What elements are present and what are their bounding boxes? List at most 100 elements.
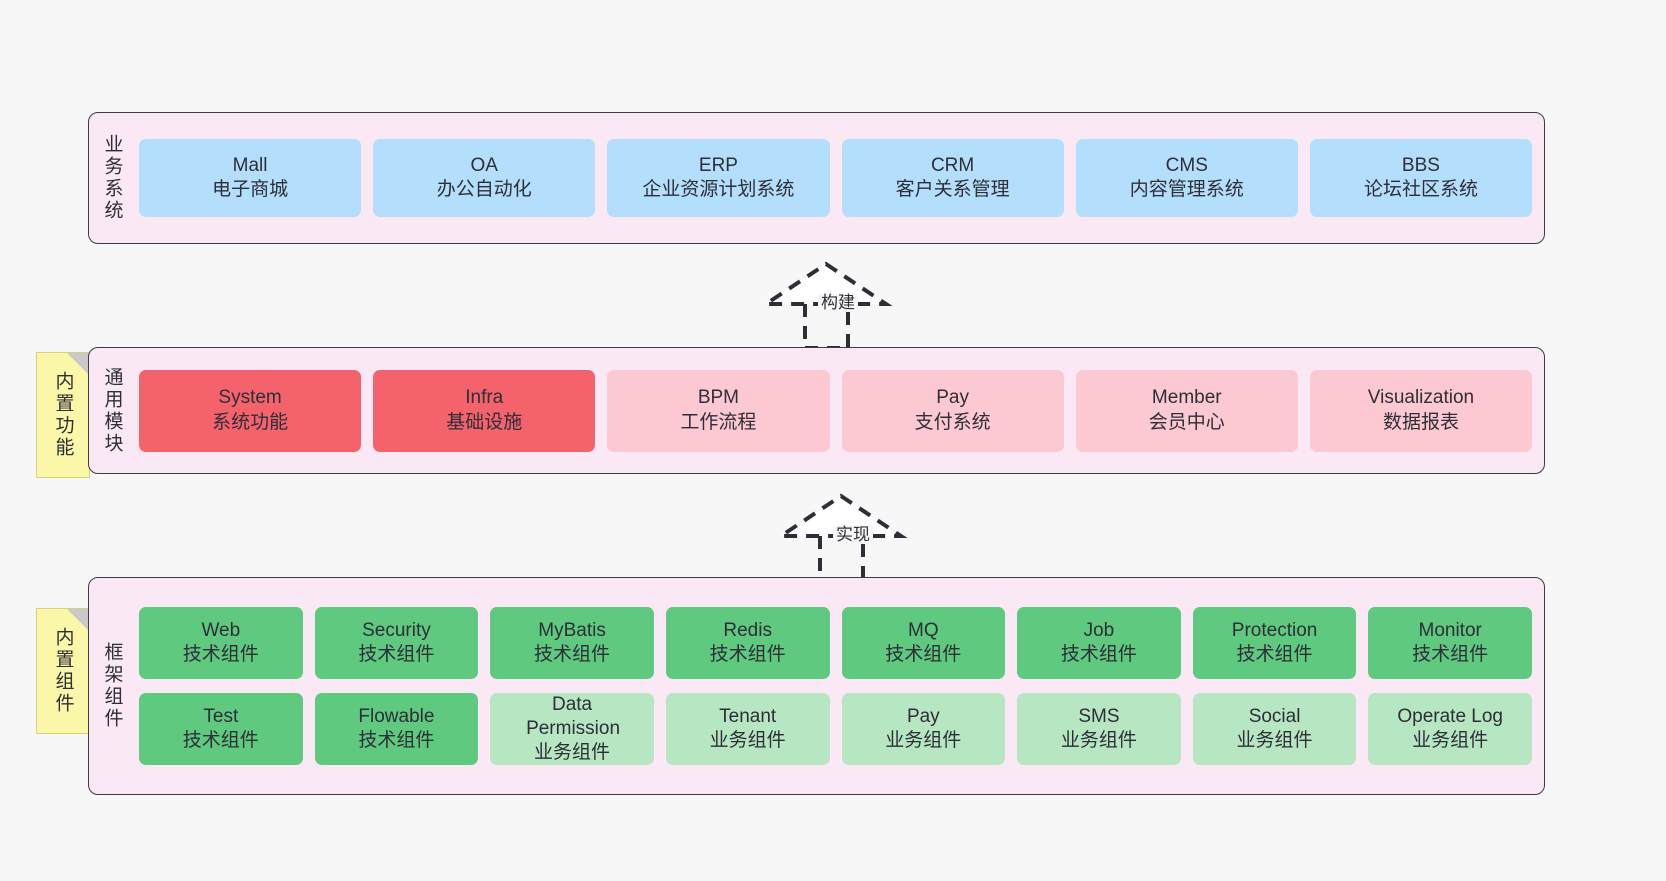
- box-pay-module[interactable]: Pay 支付系统: [841, 369, 1064, 452]
- box-protection-desc: 技术组件: [1236, 644, 1313, 665]
- box-erp-desc: 企业资源计划系统: [642, 179, 795, 200]
- box-web[interactable]: Web 技术组件: [139, 607, 303, 679]
- box-monitor-desc: 技术组件: [1412, 644, 1489, 665]
- box-tenant-name: Tenant: [719, 705, 777, 727]
- box-crm[interactable]: CRM 客户关系管理: [841, 139, 1064, 217]
- box-bpm-name: BPM: [697, 387, 740, 409]
- layer-framework-component: 框架组件 Web 技术组件 Security 技术组件 MyBatis 技术组件…: [88, 577, 1545, 795]
- layer-business-system: 业务系统 Mall 电子商城 OA 办公自动化 ERP 企业资源计划系统 CRM…: [88, 112, 1545, 244]
- box-crm-desc: 客户关系管理: [895, 179, 1010, 200]
- box-pay-component-desc: 业务组件: [885, 730, 962, 751]
- box-mybatis[interactable]: MyBatis 技术组件: [490, 607, 654, 679]
- box-visualization[interactable]: Visualization 数据报表: [1309, 369, 1533, 452]
- box-infra-desc: 基础设施: [446, 411, 523, 433]
- layer-common-module-body: System 系统功能 Infra 基础设施 BPM 工作流程 Pay 支付系统…: [135, 348, 1544, 473]
- connector-realize: 实现: [774, 490, 955, 582]
- box-operate-log-desc: 业务组件: [1412, 730, 1489, 751]
- box-test-name: Test: [203, 705, 239, 727]
- box-cms-name: CMS: [1165, 154, 1208, 176]
- box-monitor[interactable]: Monitor 技术组件: [1368, 607, 1532, 679]
- box-redis-name: Redis: [723, 619, 772, 641]
- box-test-desc: 技术组件: [182, 730, 259, 751]
- box-security-desc: 技术组件: [358, 644, 435, 665]
- box-data-permission[interactable]: Data Permission 业务组件: [490, 693, 654, 765]
- box-job[interactable]: Job 技术组件: [1017, 607, 1181, 679]
- framework-service-row: Test 技术组件 Flowable 技术组件 Data Permission …: [139, 693, 1532, 765]
- box-pay-module-name: Pay: [936, 387, 969, 409]
- layer-common-module-title: 通用模块: [101, 366, 123, 455]
- box-protection-name: Protection: [1231, 619, 1318, 641]
- box-social[interactable]: Social 业务组件: [1192, 693, 1357, 765]
- layer-business-system-title: 业务系统: [101, 134, 123, 222]
- box-operate-log[interactable]: Operate Log 业务组件: [1368, 693, 1532, 765]
- box-sms-name: SMS: [1078, 705, 1120, 727]
- box-member-name: Member: [1151, 387, 1222, 409]
- box-oa-desc: 办公自动化: [436, 179, 532, 200]
- box-cms[interactable]: CMS 内容管理系统: [1075, 139, 1298, 217]
- box-tenant-desc: 业务组件: [709, 730, 786, 751]
- box-mq-desc: 技术组件: [885, 644, 962, 665]
- box-flowable[interactable]: Flowable 技术组件: [314, 693, 479, 765]
- box-monitor-name: Monitor: [1418, 619, 1482, 641]
- box-crm-name: CRM: [930, 154, 975, 176]
- connector-build: 构建: [759, 258, 940, 350]
- box-web-desc: 技术组件: [182, 644, 259, 665]
- box-bpm-desc: 工作流程: [680, 411, 757, 433]
- box-data-permission-name: Data Permission: [526, 693, 621, 739]
- box-flowable-desc: 技术组件: [358, 730, 435, 751]
- box-social-name: Social: [1248, 705, 1301, 727]
- box-mall[interactable]: Mall 电子商城: [139, 139, 362, 217]
- box-redis-desc: 技术组件: [709, 644, 786, 665]
- box-erp-name: ERP: [698, 154, 738, 176]
- box-visualization-desc: 数据报表: [1382, 411, 1459, 433]
- layer-business-system-body: Mall 电子商城 OA 办公自动化 ERP 企业资源计划系统 CRM 客户关系…: [135, 113, 1544, 243]
- box-oa[interactable]: OA 办公自动化: [373, 139, 596, 217]
- box-security-name: Security: [362, 619, 431, 641]
- box-pay-component-name: Pay: [906, 705, 940, 727]
- connector-realize-label: 实现: [833, 526, 873, 543]
- box-visualization-name: Visualization: [1367, 387, 1475, 409]
- box-test[interactable]: Test 技术组件: [139, 693, 303, 765]
- box-oa-name: OA: [470, 154, 498, 176]
- layer-framework-component-title: 框架组件: [101, 642, 123, 730]
- layer-framework-component-body: Web 技术组件 Security 技术组件 MyBatis 技术组件 Redi…: [135, 578, 1544, 794]
- box-data-permission-desc: 业务组件: [534, 742, 611, 764]
- box-pay-module-desc: 支付系统: [914, 411, 991, 433]
- connector-build-label: 构建: [818, 294, 858, 311]
- box-bbs[interactable]: BBS 论坛社区系统: [1309, 139, 1533, 217]
- box-infra[interactable]: Infra 基础设施: [373, 369, 596, 452]
- box-redis[interactable]: Redis 技术组件: [665, 607, 830, 679]
- box-infra-name: Infra: [465, 387, 504, 409]
- box-job-desc: 技术组件: [1060, 644, 1137, 665]
- box-pay-component[interactable]: Pay 业务组件: [841, 693, 1006, 765]
- box-mybatis-desc: 技术组件: [534, 644, 611, 665]
- box-system-name: System: [218, 387, 282, 409]
- box-system-desc: 系统功能: [212, 411, 289, 433]
- box-web-name: Web: [201, 619, 241, 641]
- box-security[interactable]: Security 技术组件: [314, 607, 479, 679]
- box-sms-desc: 业务组件: [1060, 730, 1137, 751]
- box-mq[interactable]: MQ 技术组件: [841, 607, 1006, 679]
- box-operate-log-name: Operate Log: [1397, 705, 1503, 727]
- box-erp[interactable]: ERP 企业资源计划系统: [607, 139, 830, 217]
- box-job-name: Job: [1083, 619, 1115, 641]
- box-bbs-name: BBS: [1401, 154, 1440, 176]
- box-bbs-desc: 论坛社区系统: [1363, 179, 1478, 200]
- note-builtin-component: 内置组件: [36, 608, 90, 734]
- box-mybatis-name: MyBatis: [538, 619, 606, 641]
- box-member-desc: 会员中心: [1148, 411, 1225, 433]
- framework-tech-row: Web 技术组件 Security 技术组件 MyBatis 技术组件 Redi…: [139, 607, 1532, 679]
- box-system[interactable]: System 系统功能: [139, 369, 362, 452]
- realize-arrow-stem: [818, 536, 865, 582]
- box-tenant[interactable]: Tenant 业务组件: [665, 693, 830, 765]
- build-arrow-stem: [803, 304, 850, 350]
- box-sms[interactable]: SMS 业务组件: [1017, 693, 1181, 765]
- box-mall-desc: 电子商城: [212, 179, 289, 200]
- layer-common-module: 通用模块 System 系统功能 Infra 基础设施 BPM 工作流程 Pay…: [88, 347, 1545, 474]
- box-mall-name: Mall: [232, 154, 268, 176]
- box-member[interactable]: Member 会员中心: [1075, 369, 1298, 452]
- box-cms-desc: 内容管理系统: [1129, 179, 1244, 200]
- box-protection[interactable]: Protection 技术组件: [1192, 607, 1357, 679]
- box-mq-name: MQ: [908, 619, 939, 641]
- box-bpm[interactable]: BPM 工作流程: [607, 369, 830, 452]
